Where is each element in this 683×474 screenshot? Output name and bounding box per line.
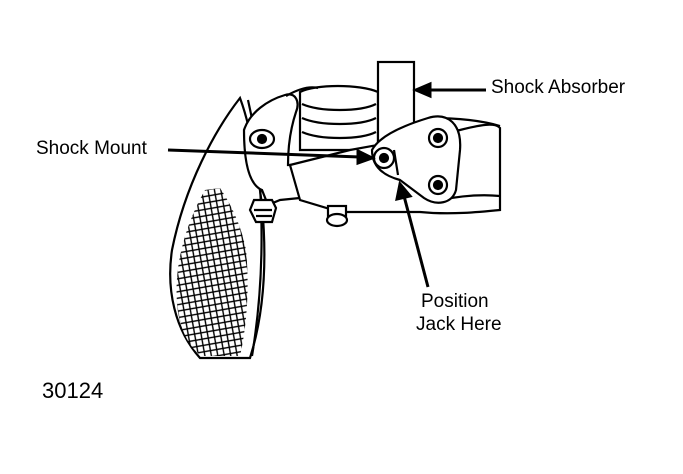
shock-mount-bracket: [370, 115, 462, 204]
tire-tread: [176, 188, 248, 356]
figure-number: 30124: [42, 378, 104, 403]
shock-mount-label: Shock Mount: [36, 138, 147, 159]
lower-bolt: [325, 204, 349, 228]
leader-arrows: [167, 81, 486, 288]
shock-absorber-label: Shock Absorber: [491, 77, 626, 98]
jack-position-leader: [402, 195, 430, 288]
jack-position-label-line2: Jack Here: [416, 314, 502, 335]
spring-boot: [285, 84, 380, 152]
jack-position-label-line1: Position: [421, 291, 489, 312]
shock-mount-leader: [167, 148, 361, 159]
